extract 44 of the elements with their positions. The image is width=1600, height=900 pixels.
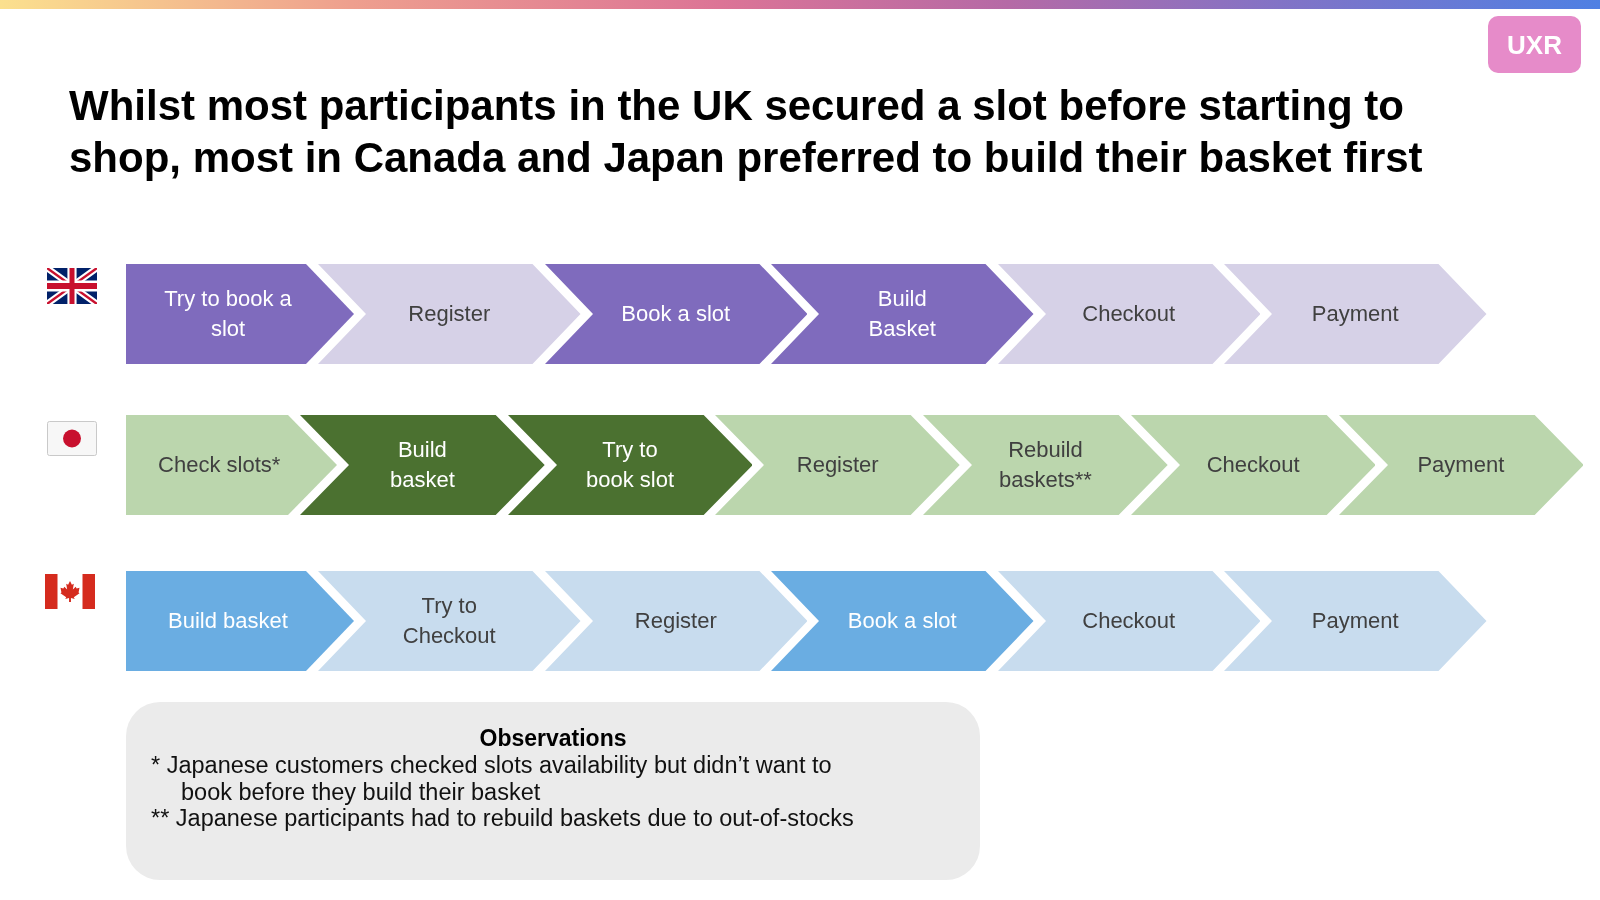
step-label: Payment [1311,300,1399,328]
step-label: Build basket [168,607,288,635]
chevron-step [126,415,337,515]
step-label: Checkout [1206,451,1300,479]
chevron-step [771,264,1034,364]
chevron-step [1130,415,1376,515]
tag-label: UXR [1507,29,1562,60]
step-label: Register [796,451,879,479]
chevron-step [318,264,581,364]
step-label: Book a slot [847,607,957,635]
chevron-step [1338,415,1584,515]
tag-badge [1488,16,1581,73]
step-label: Try to Checkout [401,592,497,650]
notes-heading: Observations [479,724,627,752]
slide-title: Whilst most participants in the UK secured a slot before starting to shop, most in Canada and Japan preferred to build their basket first [69,81,1424,183]
chevron-step [997,264,1260,364]
chevron-step [923,415,1168,515]
step-label: Payment [1417,451,1505,479]
footnote: * Japanese customers checked slots availability but didn’t want to book before they build their basket [151,752,833,805]
step-label: Register [408,300,491,328]
chevron-step [544,571,807,671]
step-label: Try to book a slot [163,285,293,343]
step-label: Try to book slot [585,436,676,494]
step-label: Build basket [388,436,456,494]
chevron-step [1224,264,1487,364]
step-label: Checkout [1082,300,1176,328]
chevron-step [1224,571,1487,671]
chevron-step [771,571,1034,671]
chevron-step [126,264,354,364]
chevron-step [318,571,581,671]
step-label: Payment [1311,607,1399,635]
chevron-step [997,571,1260,671]
chevron-step [507,415,753,515]
chevron-step [544,264,807,364]
step-label: Check slots* [158,451,281,479]
step-label: Rebuild baskets** [997,436,1093,494]
footnote: ** Japanese participants had to rebuild baskets due to out-of-stocks [151,805,855,832]
step-label: Register [634,607,717,635]
chevron-step [126,571,354,671]
step-label: Book a slot [621,300,731,328]
chevron-step [300,415,545,515]
step-label: Build Basket [867,285,937,343]
chevron-step [715,415,961,515]
step-label: Checkout [1082,607,1176,635]
